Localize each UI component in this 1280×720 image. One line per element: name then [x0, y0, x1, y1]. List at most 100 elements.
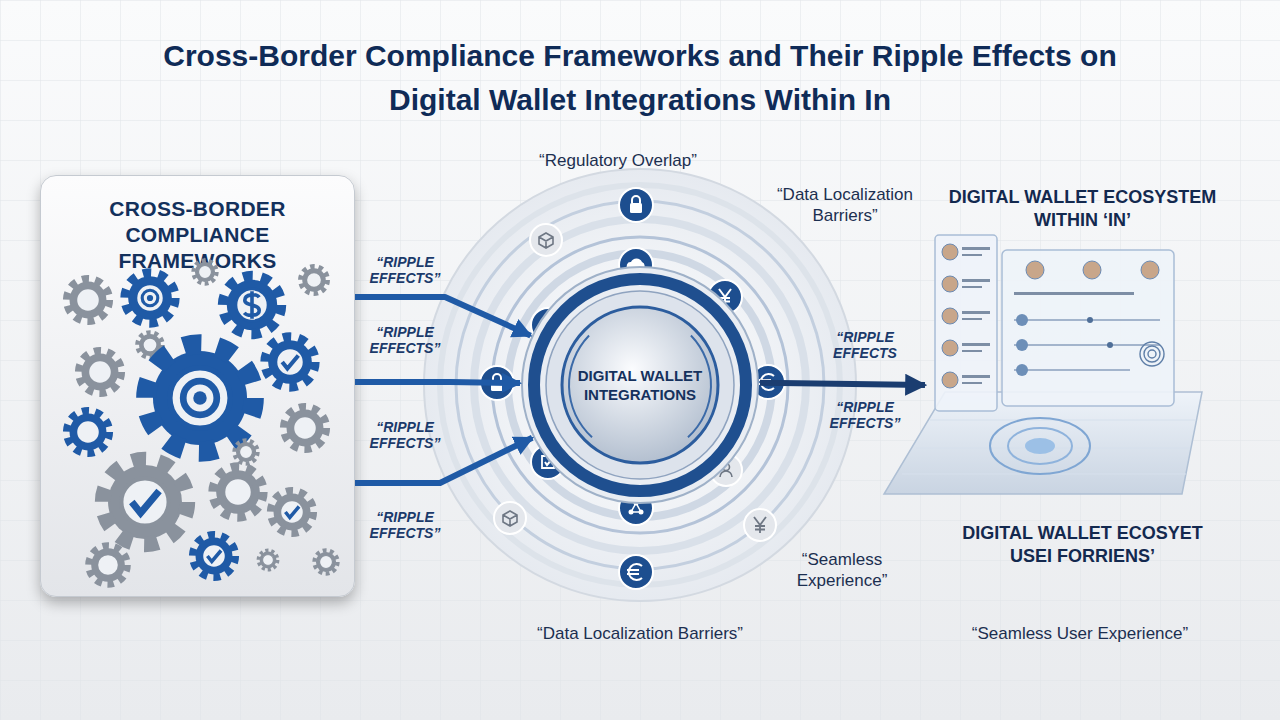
timeline-dot: [1016, 314, 1028, 326]
integration-hub: DIGITAL WALLET INTEGRATIONS: [520, 265, 760, 505]
timeline-dot: [1016, 339, 1028, 351]
gear-symbol: [79, 351, 121, 393]
edge-label: “RIPPLE EFFECTS”: [363, 419, 447, 451]
text-line: [962, 318, 982, 320]
framework-panel: CROSS-BORDER COMPLIANCE FRAMEWORKS: [40, 175, 355, 597]
gear-symbol: [284, 407, 326, 449]
ripple-ring: [440, 185, 840, 585]
ripple-ring: [508, 253, 772, 517]
gear-symbol: [67, 279, 109, 321]
node-heading: DIGITAL WALLET ECOSYSTEM WITHIN ‘IN’: [949, 186, 1217, 232]
timeline-dot: [1107, 342, 1113, 348]
ripple-arrow: [355, 297, 531, 336]
ripple-ring: [492, 237, 788, 533]
avatar: [942, 340, 958, 356]
gear-symbol: [223, 276, 281, 334]
screen-content: [1014, 261, 1164, 376]
node-subtext: DIGITAL WALLET ECOSYET USEI FORRIENS’: [949, 522, 1217, 568]
text-line: [962, 247, 990, 250]
quote-label: “Seamless Experience”: [785, 549, 900, 591]
connector-layer: [355, 297, 925, 483]
text-line: [962, 286, 982, 288]
edge-label: “RIPPLE EFFECTS”: [363, 254, 447, 286]
gear-symbol: [265, 337, 315, 387]
gear-cluster: [67, 260, 338, 584]
tablet-lines: [902, 420, 1196, 474]
avatar: [942, 372, 958, 388]
wallet-ecosystem: DIGITAL WALLET ECOSYSTEM WITHIN ‘IN’ DIGI…: [925, 186, 1240, 568]
ripple-ring: [424, 169, 856, 601]
target-symbol: [142, 290, 158, 306]
gear-symbol: [138, 333, 163, 358]
gear-symbol: [234, 440, 257, 463]
gear-symbol: [258, 550, 277, 569]
cube-icon: [530, 224, 562, 256]
avatar: [942, 244, 958, 260]
check-symbol: [282, 356, 298, 369]
quote-label: “Data Localization Barriers”: [490, 623, 790, 644]
ripple-label: “RIPPLE EFFECTS”: [823, 399, 907, 431]
gear-symbol: [314, 550, 337, 573]
ring-icons: [480, 188, 785, 589]
edge-label: “RIPPLE EFFECTS”: [363, 324, 447, 356]
ripple-ring: [456, 201, 824, 569]
avatar: [1141, 261, 1159, 279]
gear-symbol: [301, 267, 328, 294]
tablet-glow: [990, 418, 1090, 474]
text-line: [962, 343, 990, 346]
hub-disc: [562, 307, 718, 463]
ripple-rings: [424, 169, 856, 601]
dollar-symbol: [244, 291, 259, 319]
check-symbol: [132, 491, 159, 513]
target-symbol: [183, 381, 217, 415]
ripple-ring: [474, 219, 806, 551]
tablet-glow: [1008, 428, 1072, 464]
text-line: [962, 350, 982, 352]
gear-symbol: [67, 411, 109, 453]
ripple-arrow: [760, 383, 925, 385]
tablet-glow: [1025, 438, 1055, 454]
avatar: [942, 308, 958, 324]
edge-label: “RIPPLE EFFECTS: [823, 329, 907, 361]
main-screen: [1002, 250, 1174, 406]
timeline-dot: [1016, 364, 1028, 376]
quote-label: “Regulatory Overlap”: [498, 150, 738, 171]
fingerprint-symbol: [1140, 342, 1164, 366]
text-line: [962, 375, 990, 378]
check-symbol: [285, 507, 299, 518]
node-heading: DIGITAL WALLET INTEGRATIONS: [570, 366, 710, 404]
lock-icon: [619, 188, 653, 222]
text-line: [962, 382, 982, 384]
side-screen: [935, 235, 997, 411]
avatar: [942, 276, 958, 292]
check-symbol: [207, 551, 221, 562]
ripple-arrow: [355, 382, 520, 383]
cube-icon: [494, 502, 526, 534]
timeline: [1014, 320, 1160, 370]
gear-symbol: [89, 546, 127, 584]
gear-symbol: [213, 467, 263, 517]
text-line: [1014, 292, 1134, 295]
ripple-arrow: [355, 438, 532, 483]
hub-ring: [546, 291, 734, 479]
quote-label: “Data Localization Barriers”: [763, 184, 928, 226]
quote-label: “Seamless User Experience”: [930, 623, 1230, 644]
gear-symbol: [146, 344, 254, 452]
hub-band: [534, 279, 746, 491]
ripple-label: “RIPPLE EFFECTS”: [363, 509, 447, 541]
diagram-title: Cross-Border Compliance Frameworks and T…: [140, 34, 1140, 122]
lock-icon: [480, 366, 514, 400]
text-line: [962, 279, 990, 282]
hub-circle: [520, 265, 760, 505]
euro-icon: [619, 555, 653, 589]
gear-symbol: [125, 273, 175, 323]
avatar: [1083, 261, 1101, 279]
contact-rows: [942, 244, 990, 388]
avatar: [1026, 261, 1044, 279]
gear-symbol: [193, 260, 216, 283]
text-line: [962, 311, 990, 314]
